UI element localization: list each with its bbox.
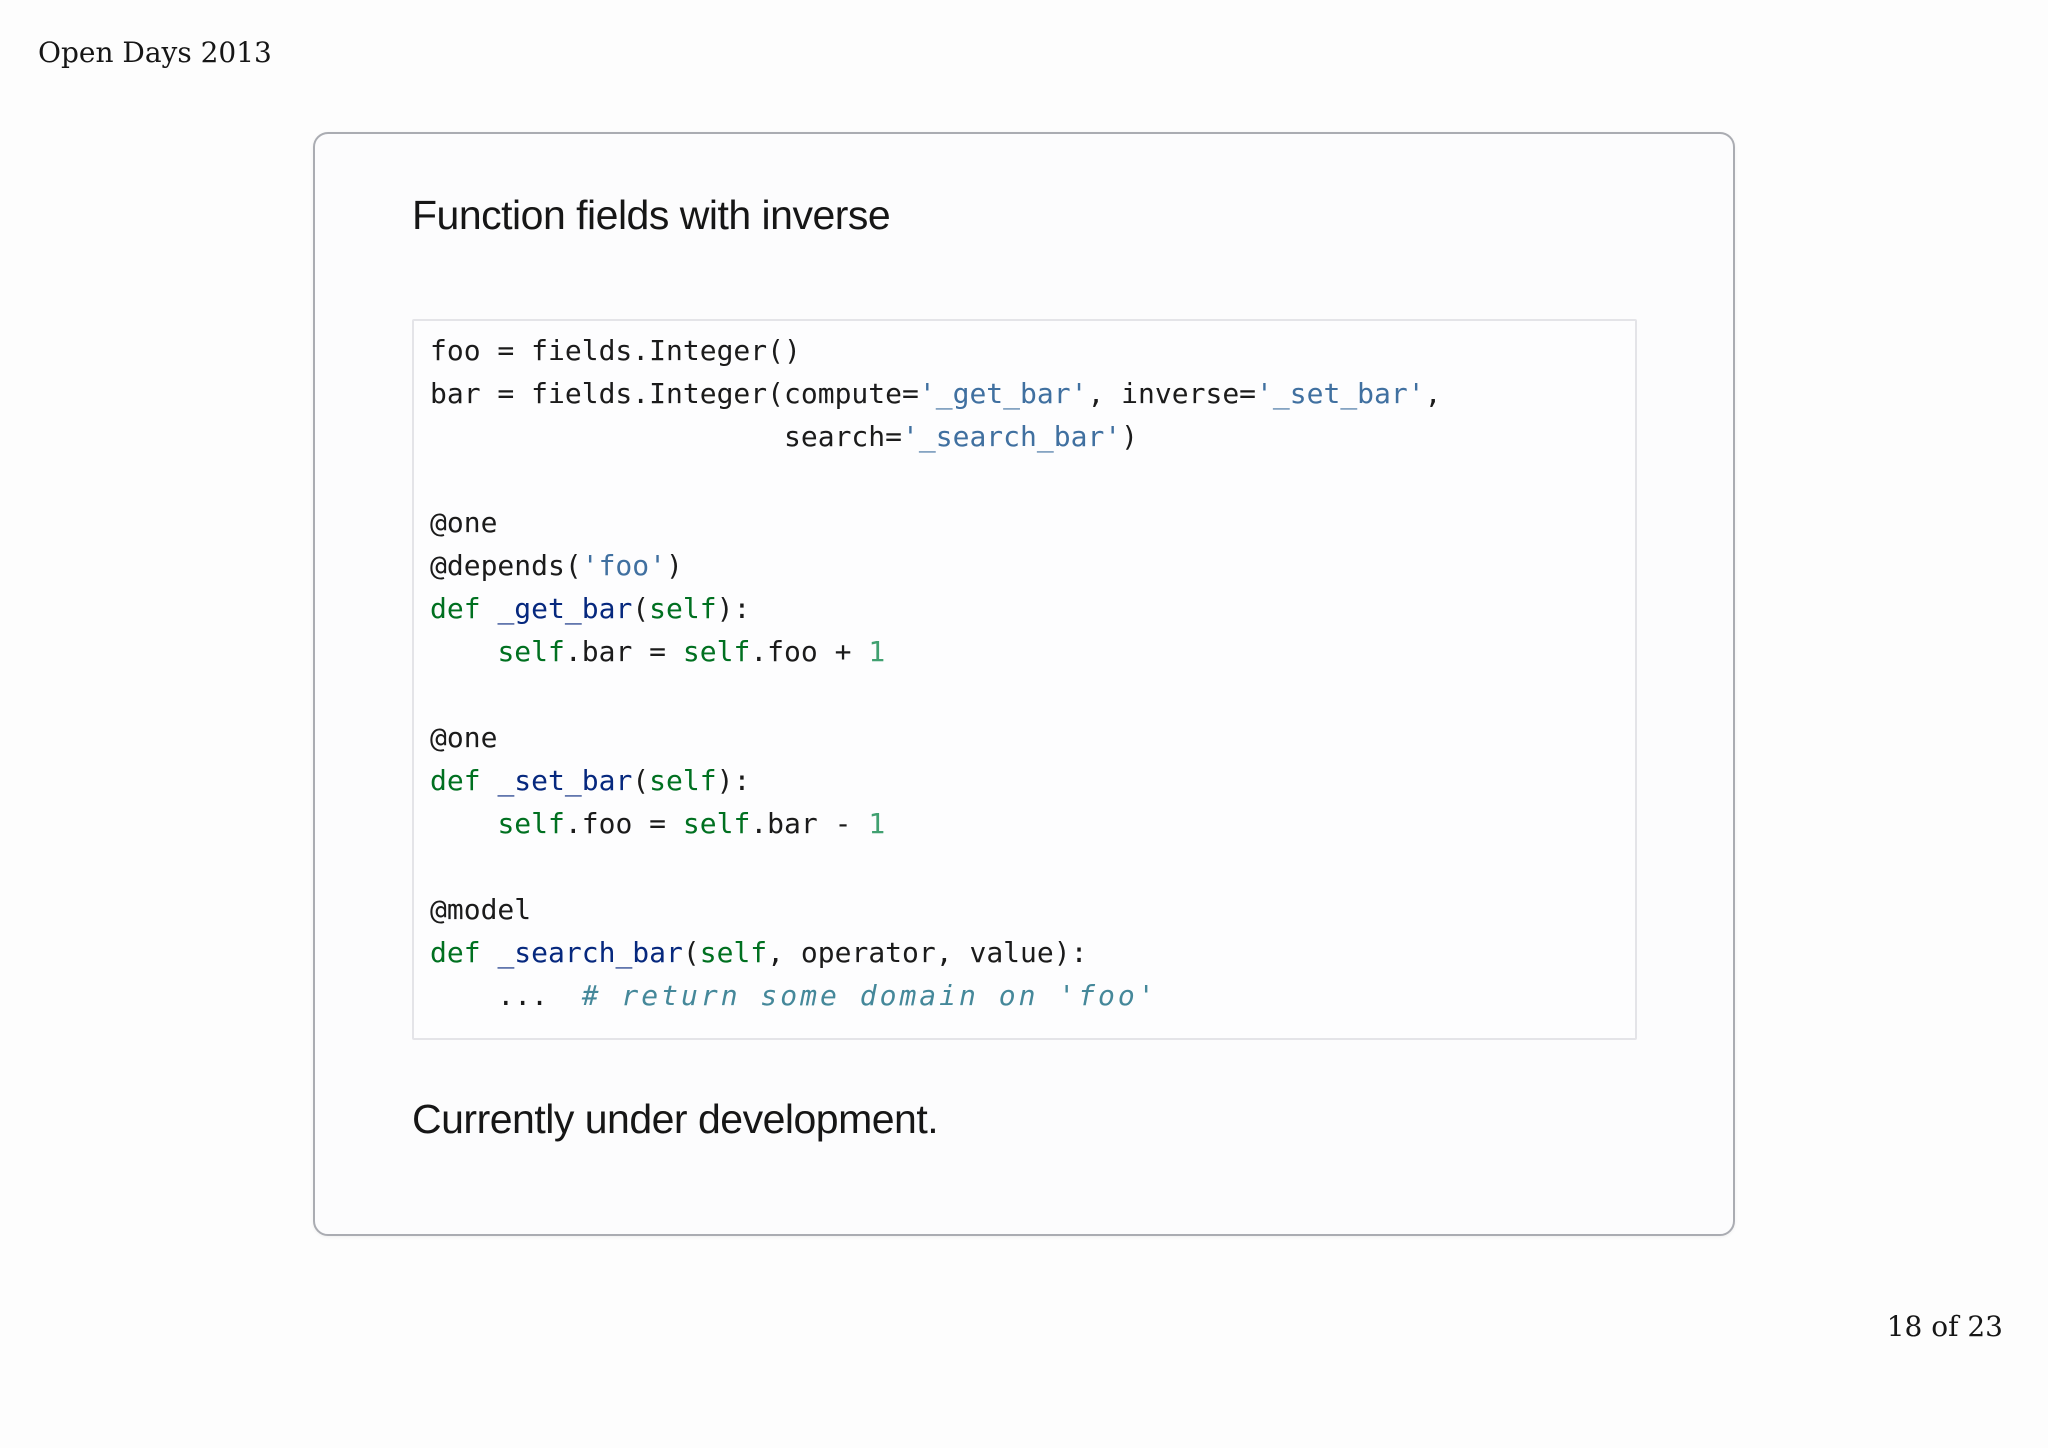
slide-card: Function fields with inverse foo = field… <box>313 132 1735 1236</box>
page-indicator: 18 of 23 <box>1886 1310 2003 1343</box>
slide-footnote: Currently under development. <box>412 1096 939 1142</box>
slide-title: Function fields with inverse <box>412 192 891 238</box>
code-pre: foo = fields.Integer() bar = fields.Inte… <box>430 334 1442 1012</box>
presentation-title: Open Days 2013 <box>38 36 272 69</box>
code-block: foo = fields.Integer() bar = fields.Inte… <box>412 319 1637 1040</box>
